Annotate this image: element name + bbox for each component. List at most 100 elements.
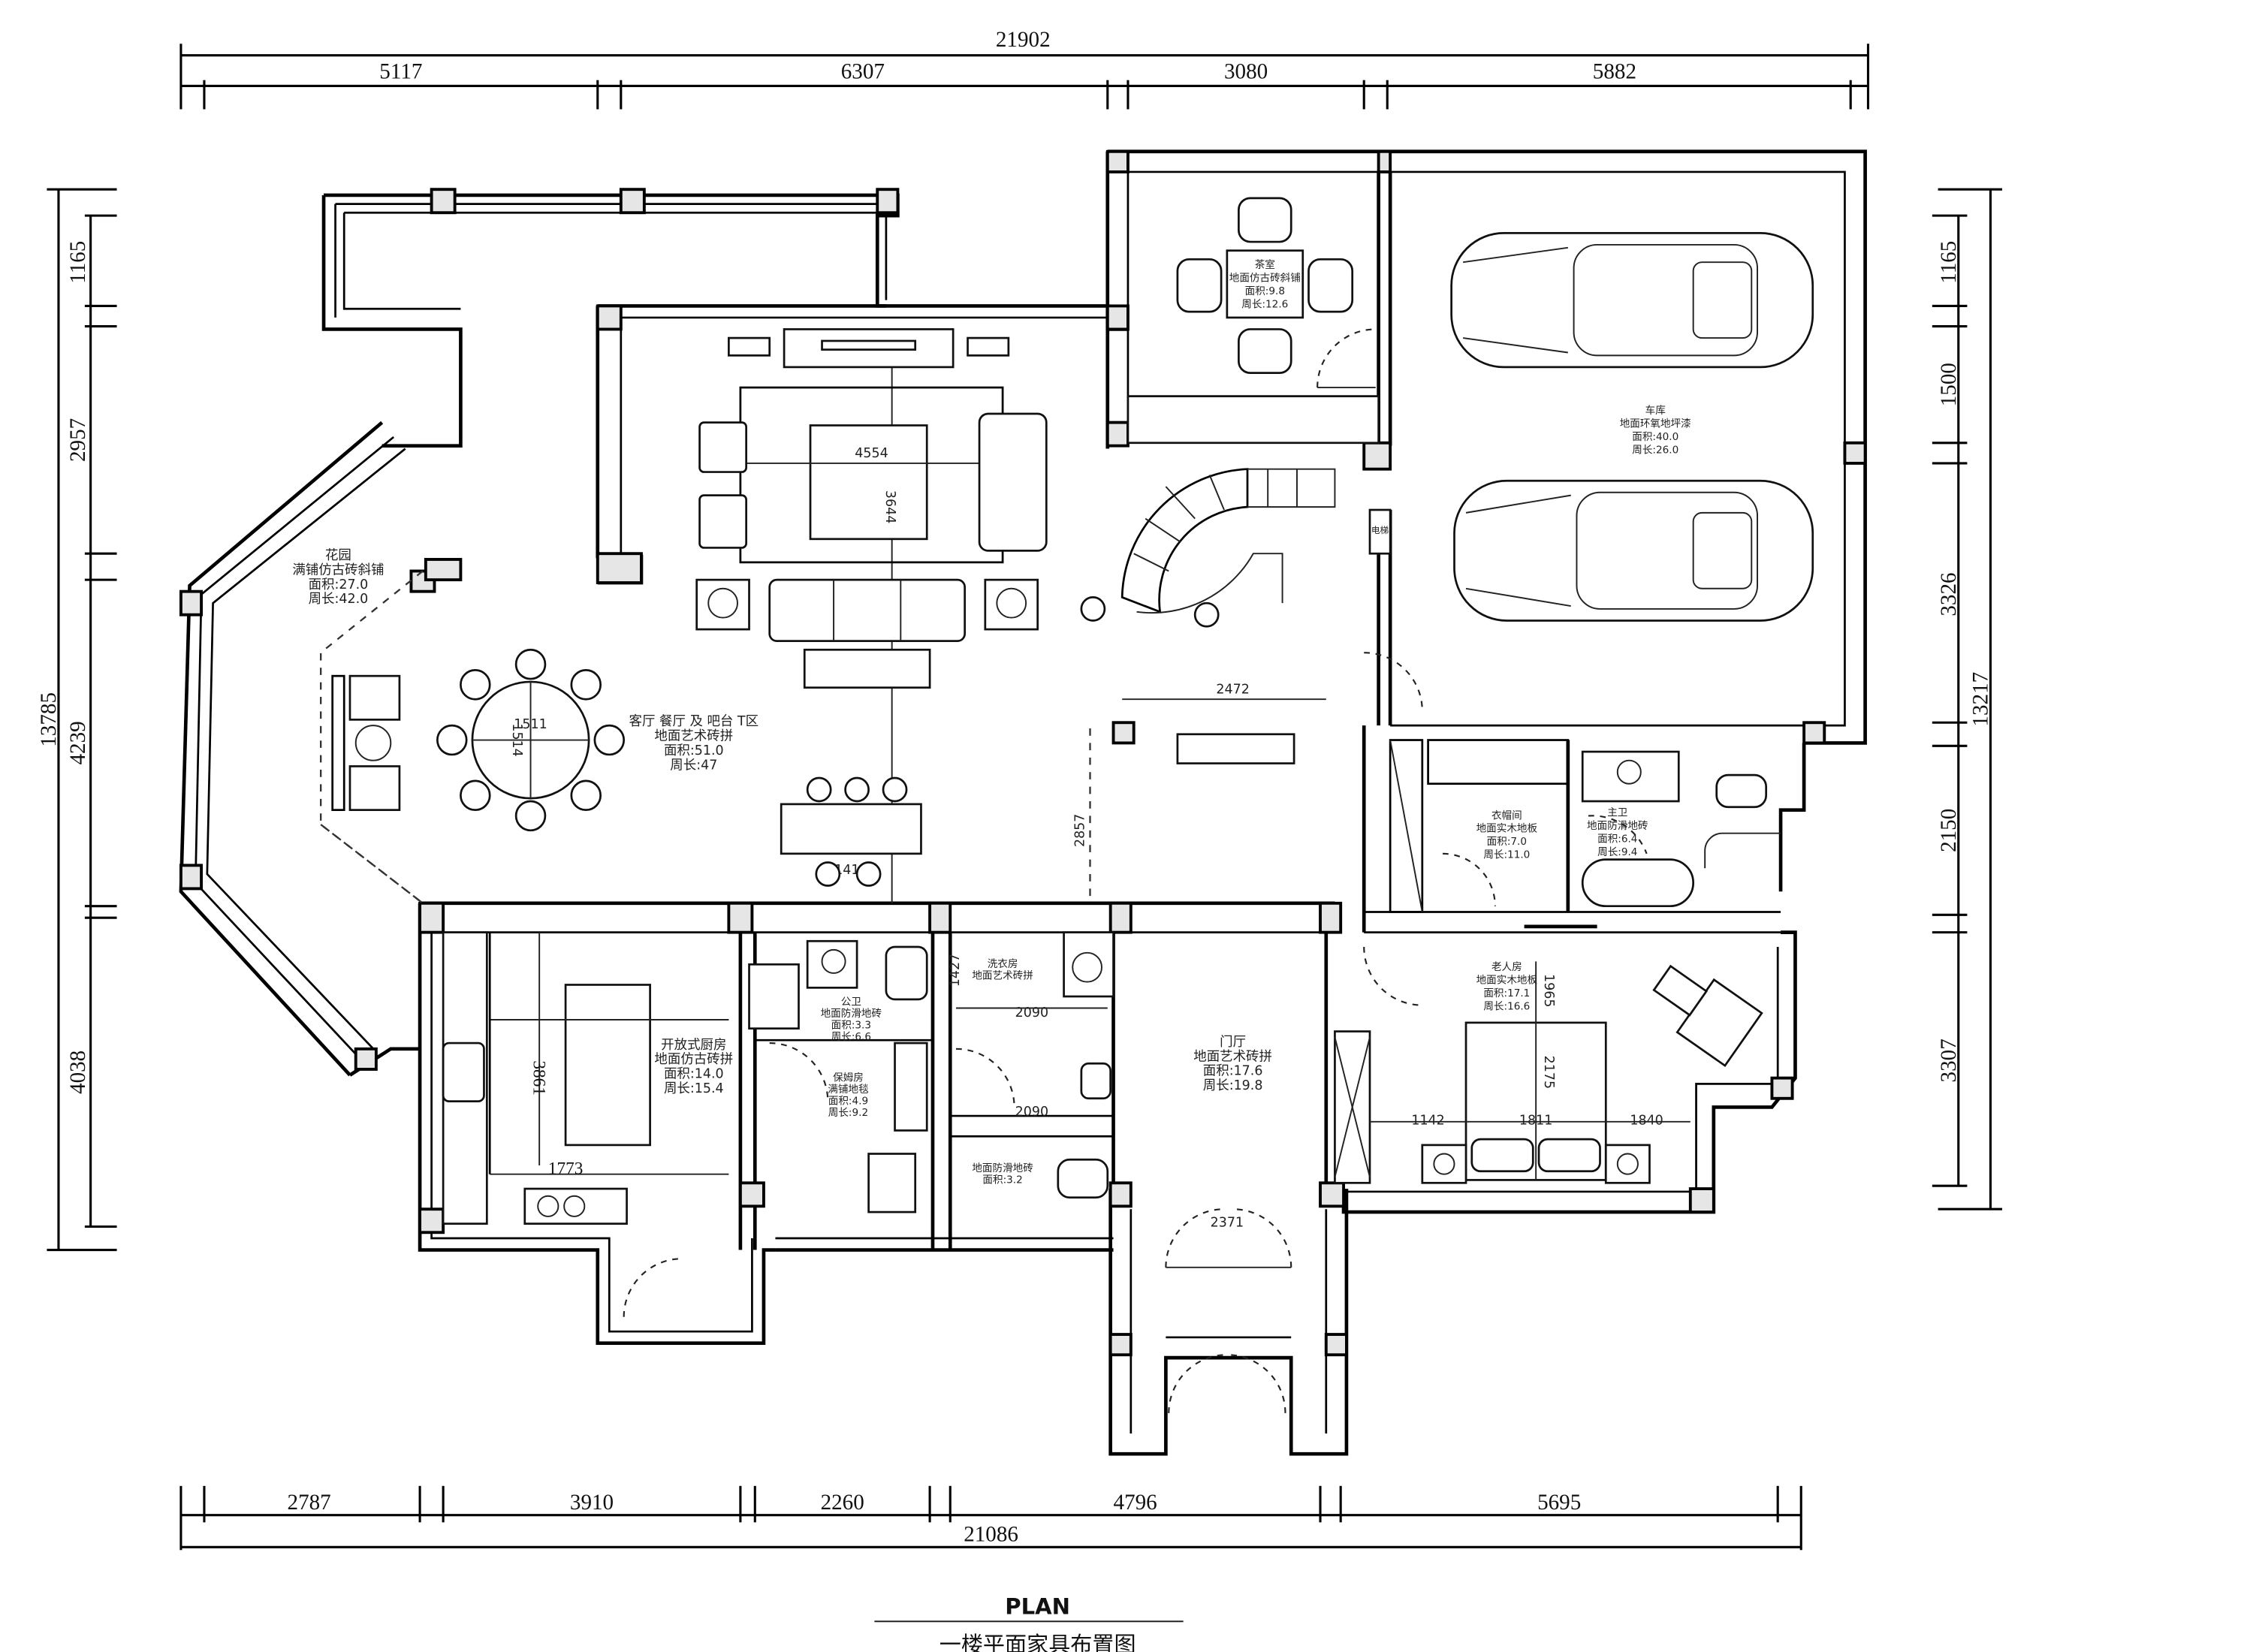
bay-chair-2: [348, 765, 401, 812]
svg-text:周长:9.4: 周长:9.4: [1597, 846, 1637, 858]
console: [803, 648, 931, 689]
storage-shelf: [894, 1042, 928, 1132]
kitchen-island: [564, 984, 651, 1147]
left-total-dim: 13785: [37, 692, 61, 747]
bottom-total-dim: 21086: [964, 1523, 1018, 1547]
bottom-dimension: 2787 3910 2260 4796 5695 21086: [179, 1485, 1802, 1551]
top-total-dim: 21902: [996, 28, 1051, 52]
bar-table: [780, 803, 922, 855]
bottom-dim-3: 2260: [821, 1491, 864, 1515]
svg-text:2090: 2090: [1015, 1005, 1048, 1020]
svg-text:1811: 1811: [1519, 1114, 1552, 1129]
svg-text:1142: 1142: [1411, 1114, 1444, 1129]
svg-text:面积:4.9: 面积:4.9: [828, 1096, 868, 1108]
svg-text:地面仿古砖斜铺: 地面仿古砖斜铺: [1229, 272, 1301, 284]
sofa-main: [768, 578, 967, 642]
svg-text:地面防滑地砖: 地面防滑地砖: [821, 1007, 882, 1020]
bottom-dim-1: 2787: [288, 1491, 331, 1515]
car-1: [1450, 232, 1814, 369]
svg-text:满铺仿古砖斜铺: 满铺仿古砖斜铺: [292, 562, 384, 577]
svg-text:面积:9.8: 面积:9.8: [1245, 285, 1285, 297]
left-dim-1: 1165: [66, 241, 90, 284]
svg-text:周长:11.0: 周长:11.0: [1483, 849, 1530, 861]
left-dimension: 13785 1165 2957 4239 4038: [37, 188, 117, 1252]
svg-text:茶室: 茶室: [1255, 258, 1275, 271]
lift: [1368, 508, 1392, 555]
svg-text:面积:51.0: 面积:51.0: [664, 743, 724, 758]
svg-text:1773: 1773: [548, 1159, 584, 1179]
svg-text:周长:47: 周长:47: [670, 758, 717, 773]
dining-area: 1511 1514: [319, 570, 626, 904]
tea-room: [1126, 197, 1380, 445]
svg-text:周长:9.2: 周长:9.2: [828, 1107, 868, 1119]
svg-text:开放式厨房: 开放式厨房: [661, 1038, 726, 1053]
top-dim-4: 5882: [1593, 60, 1636, 84]
svg-text:1965: 1965: [1541, 974, 1556, 1007]
tea-cabinet: [1126, 395, 1380, 445]
svg-text:地面艺术砖拼: 地面艺术砖拼: [1193, 1049, 1272, 1064]
right-dim-4: 2150: [1937, 809, 1961, 852]
bay-chair-1: [348, 674, 401, 721]
right-dimension: 13217 1165 1500 3326 2150 3307: [1932, 188, 2002, 1210]
svg-text:保姆房: 保姆房: [833, 1072, 864, 1084]
armchair-1: [698, 421, 748, 473]
bathtub: [1581, 858, 1695, 908]
master-toilet: [1715, 773, 1768, 809]
svg-text:洗衣房: 洗衣房: [988, 958, 1018, 970]
exterior-walls: [179, 149, 1867, 1456]
svg-text:客厅 餐厅 及 吧台 T区: 客厅 餐厅 及 吧台 T区: [629, 714, 759, 729]
laundry-machine: [748, 963, 800, 1030]
left-dim-4: 4038: [66, 1051, 90, 1094]
room-labels: 客厅 餐厅 及 吧台 T区 地面艺术砖拼 面积:51.0 周长:47 花园 满铺…: [292, 258, 1691, 1186]
wardrobe: [1389, 739, 1424, 913]
svg-text:1840: 1840: [1630, 1114, 1663, 1129]
svg-text:电梯: 电梯: [1371, 525, 1389, 535]
hall-toilet: [1057, 1158, 1109, 1199]
svg-text:花园: 花园: [325, 548, 351, 563]
top-dim-3: 3080: [1224, 60, 1268, 84]
svg-text:1514: 1514: [509, 723, 524, 756]
sofa-side: [978, 412, 1048, 552]
plan-title: PLAN: [1005, 1594, 1070, 1620]
left-dim-3: 4239: [66, 721, 90, 764]
top-dim-1: 5117: [379, 60, 422, 84]
side-table-2: [984, 578, 1039, 631]
car-2: [1453, 479, 1814, 622]
hall-console: [1176, 733, 1295, 764]
svg-text:1511: 1511: [514, 717, 547, 732]
tea-table: [1226, 249, 1304, 319]
svg-text:3861: 3861: [529, 1060, 548, 1096]
powder-toilet: [1080, 1062, 1112, 1100]
pillars: [179, 149, 1867, 1357]
svg-text:地面艺术砖拼: 地面艺术砖拼: [654, 729, 733, 744]
svg-text:周长:6.6: 周长:6.6: [831, 1031, 871, 1043]
svg-text:4554: 4554: [855, 446, 888, 461]
svg-text:2857: 2857: [1073, 814, 1088, 847]
bar-counter: 1411: [780, 776, 922, 887]
svg-text:地面实木地板: 地面实木地板: [1476, 823, 1538, 835]
bottom-dim-4: 4796: [1114, 1491, 1157, 1515]
svg-text:面积:17.6: 面积:17.6: [1203, 1064, 1263, 1079]
master-suite: 1142 1811 1840 1965 2175: [1363, 739, 1781, 1184]
foyer: 2371: [623, 1030, 1371, 1413]
svg-text:满铺地毯: 满铺地毯: [828, 1084, 869, 1096]
svg-text:面积:3.3: 面积:3.3: [831, 1020, 871, 1032]
svg-text:面积:6.4: 面积:6.4: [1597, 833, 1637, 845]
svg-text:面积:14.0: 面积:14.0: [664, 1067, 724, 1082]
svg-text:门厅: 门厅: [1220, 1035, 1246, 1050]
staircase: 电梯: [1080, 468, 1423, 711]
kitchen: 1773 3861: [442, 931, 729, 1225]
svg-text:2175: 2175: [1541, 1056, 1556, 1089]
right-dim-3: 3326: [1937, 572, 1961, 616]
left-dim-2: 2957: [66, 418, 90, 462]
top-dimension: 21902 5117 6307 3080 5882: [179, 28, 1870, 110]
svg-text:2472: 2472: [1216, 682, 1249, 697]
wc-toilet-1: [885, 945, 928, 1001]
svg-text:1427: 1427: [948, 954, 963, 987]
svg-text:周长:19.8: 周长:19.8: [1203, 1078, 1263, 1093]
armchair-2: [698, 494, 748, 549]
drawing-title: PLAN 一楼平面家具布置图: [874, 1594, 1184, 1652]
svg-text:地面环氧地坪漆: 地面环氧地坪漆: [1620, 418, 1691, 430]
garage: [1450, 232, 1814, 622]
svg-text:面积:17.1: 面积:17.1: [1483, 987, 1530, 999]
